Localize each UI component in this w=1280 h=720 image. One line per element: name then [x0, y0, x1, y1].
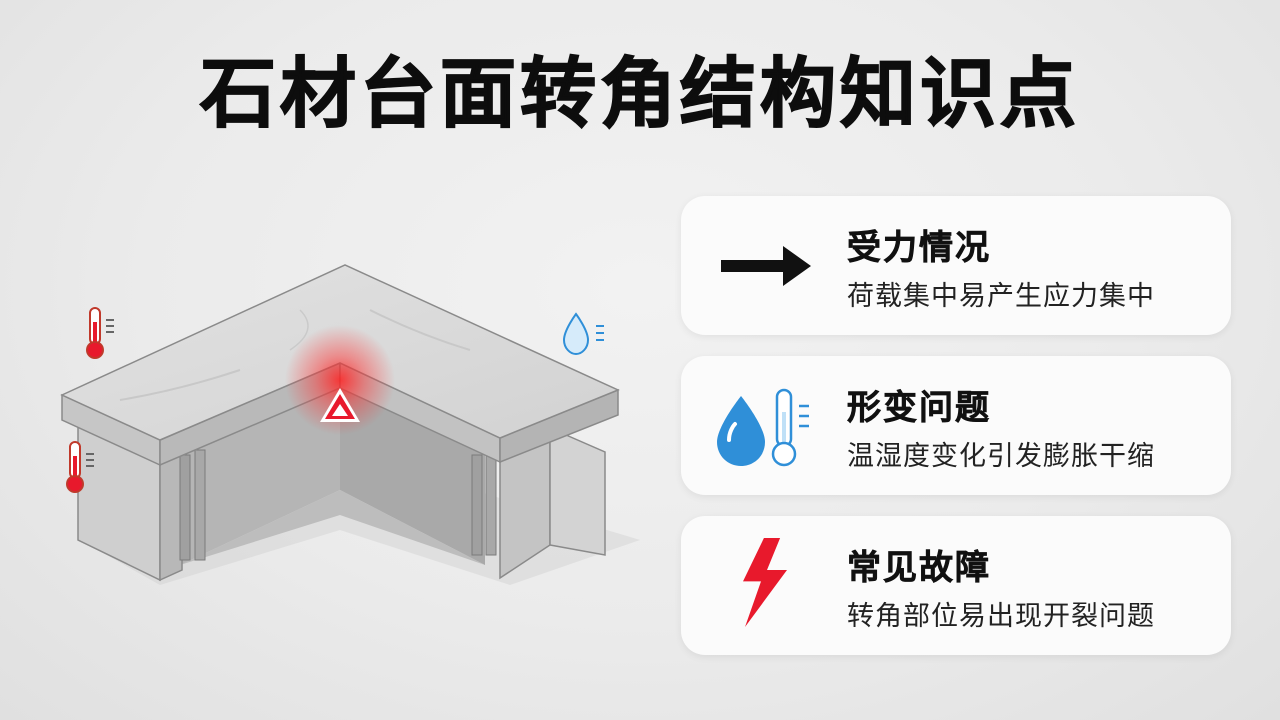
water-drop-icon [562, 312, 604, 356]
card-faults: 常见故障 转角部位易出现开裂问题 [681, 516, 1231, 655]
lightning-icon [705, 535, 825, 633]
info-cards: 受力情况 荷载集中易产生应力集中 形变问题 温湿度变化引发膨胀干缩 常见故障 [681, 196, 1231, 676]
card-desc: 荷载集中易产生应力集中 [847, 281, 1155, 312]
warning-triangle-icon [320, 388, 360, 422]
card-title: 形变问题 [847, 388, 991, 429]
arrow-right-icon [705, 218, 825, 313]
card-title: 常见故障 [847, 548, 991, 589]
page-title: 石材台面转角结构知识点 [199, 48, 1080, 139]
thermometer-icon [86, 307, 114, 359]
water-drop-thermometer-icon [705, 378, 825, 473]
card-desc: 温湿度变化引发膨胀干缩 [847, 441, 1155, 472]
card-stress: 受力情况 荷载集中易产生应力集中 [681, 196, 1231, 335]
thermometer-icon [66, 441, 94, 493]
card-title: 受力情况 [847, 228, 991, 269]
stress-glow [285, 325, 395, 435]
card-desc: 转角部位易出现开裂问题 [847, 601, 1155, 632]
card-deformation: 形变问题 温湿度变化引发膨胀干缩 [681, 356, 1231, 495]
countertop-illustration [40, 240, 660, 610]
